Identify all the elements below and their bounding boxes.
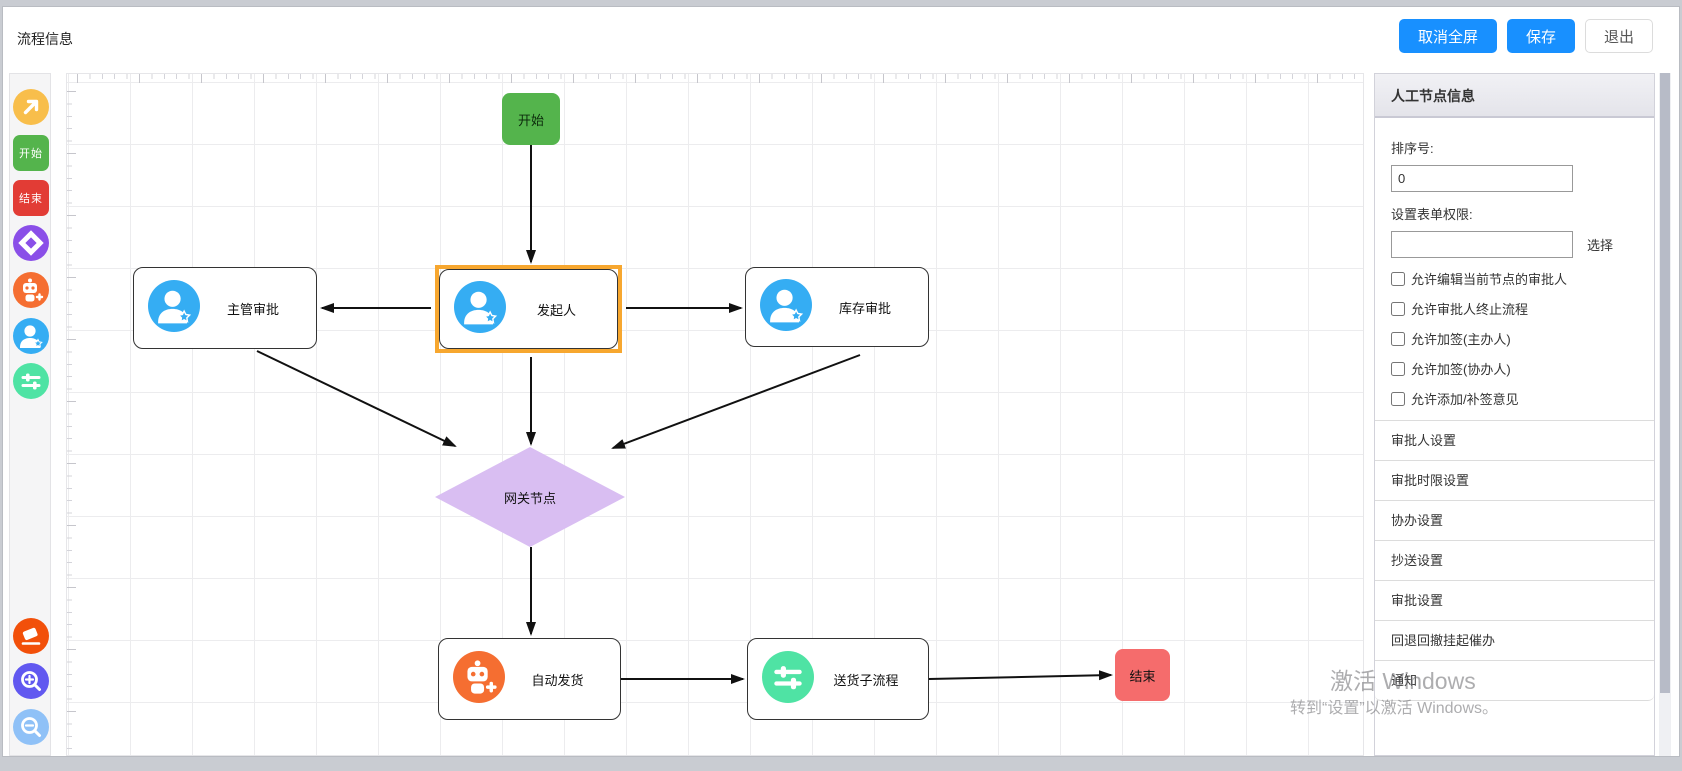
zoom-out-icon bbox=[13, 709, 49, 745]
zoom-in-icon bbox=[13, 663, 49, 699]
accordion-sections: 审批人设置 审批时限设置 协办设置 抄送设置 审批设置 回退回撤挂起催办 通知 bbox=[1375, 420, 1654, 701]
node-end[interactable]: 结束 bbox=[1115, 649, 1170, 701]
vertical-scrollbar bbox=[1659, 73, 1671, 756]
panel-title: 人工节点信息 bbox=[1375, 74, 1654, 118]
section-approval-settings[interactable]: 审批设置 bbox=[1375, 581, 1654, 621]
save-button[interactable]: 保存 bbox=[1506, 19, 1575, 53]
sliders-icon bbox=[13, 363, 49, 399]
checkbox-row: 允许编辑当前节点的审批人 bbox=[1391, 269, 1638, 288]
checkbox-row: 允许添加/补签意见 bbox=[1391, 389, 1638, 408]
checkbox-group: 允许编辑当前节点的审批人 允许审批人终止流程 允许加签(主办人) 允许加签(协办… bbox=[1391, 269, 1638, 408]
node-manager-approval[interactable]: 主管审批 bbox=[133, 267, 317, 349]
checkbox-row: 允许审批人终止流程 bbox=[1391, 299, 1638, 318]
section-rollback-settings[interactable]: 回退回撤挂起催办 bbox=[1375, 621, 1654, 661]
scrollbar-thumb[interactable] bbox=[1660, 73, 1670, 693]
header-bar: 流程信息 取消全屏 保存 退出 bbox=[3, 7, 1679, 67]
sort-label: 排序号: bbox=[1391, 141, 1434, 156]
sort-input[interactable] bbox=[1391, 165, 1573, 192]
allow-countersign-assist-checkbox[interactable] bbox=[1391, 361, 1405, 376]
eraser-icon bbox=[13, 618, 49, 654]
node-delivery-subprocess[interactable]: 送货子流程 bbox=[747, 638, 929, 720]
flow-canvas[interactable]: 开始 主管审批 bbox=[66, 73, 1364, 756]
ruler-top bbox=[76, 74, 1363, 83]
subprocess-node-tool[interactable] bbox=[13, 363, 49, 399]
start-node-tool[interactable]: 开始 bbox=[13, 135, 49, 171]
checkbox-label: 允许加签(协办人) bbox=[1411, 362, 1511, 377]
connection-arrow-tool[interactable] bbox=[13, 89, 49, 125]
clear-canvas-tool[interactable] bbox=[13, 618, 49, 654]
header-buttons: 取消全屏 保存 退出 bbox=[1398, 19, 1653, 53]
properties-panel: 人工节点信息 排序号: 设置表单权限: 选择 允许编辑当前节点的审批人 允许审批… bbox=[1374, 73, 1655, 756]
form-permission-input[interactable] bbox=[1391, 231, 1573, 258]
section-time-limit-settings[interactable]: 审批时限设置 bbox=[1375, 461, 1654, 501]
auto-node-tool[interactable] bbox=[13, 272, 49, 308]
sliders-icon bbox=[762, 650, 814, 708]
select-link[interactable]: 选择 bbox=[1587, 238, 1614, 253]
robot-icon bbox=[13, 272, 49, 308]
checkbox-label: 允许审批人终止流程 bbox=[1411, 302, 1529, 317]
node-label: 发起人 bbox=[536, 302, 576, 318]
section-approver-settings[interactable]: 审批人设置 bbox=[1375, 421, 1654, 461]
allow-countersign-host-checkbox[interactable] bbox=[1391, 331, 1405, 346]
zoom-in-tool[interactable] bbox=[13, 663, 49, 699]
node-palette: 开始 结束 bbox=[9, 73, 51, 756]
panel-body: 排序号: 设置表单权限: 选择 允许编辑当前节点的审批人 允许审批人终止流程 允 bbox=[1375, 118, 1654, 701]
person-icon bbox=[148, 279, 200, 337]
robot-icon bbox=[453, 650, 505, 708]
gateway-node-tool[interactable] bbox=[13, 225, 49, 261]
checkbox-label: 允许添加/补签意见 bbox=[1411, 392, 1519, 407]
person-icon bbox=[13, 318, 49, 354]
section-notification[interactable]: 通知 bbox=[1375, 661, 1654, 701]
page-title: 流程信息 bbox=[17, 31, 73, 47]
allow-add-opinion-checkbox[interactable] bbox=[1391, 391, 1405, 406]
diamond-icon bbox=[13, 225, 49, 261]
person-icon bbox=[454, 280, 506, 338]
exit-button[interactable]: 退出 bbox=[1584, 19, 1653, 53]
form-permission-row: 选择 bbox=[1391, 231, 1638, 258]
cancel-fullscreen-button[interactable]: 取消全屏 bbox=[1398, 19, 1497, 53]
checkbox-row: 允许加签(协办人) bbox=[1391, 359, 1638, 378]
node-auto-ship[interactable]: 自动发货 bbox=[438, 638, 621, 720]
selection-box[interactable]: 发起人 bbox=[435, 265, 622, 353]
arrow-icon bbox=[13, 89, 49, 125]
node-label: 自动发货 bbox=[531, 672, 584, 688]
ruler-left bbox=[67, 83, 76, 755]
node-inventory-approval[interactable]: 库存审批 bbox=[745, 267, 929, 347]
person-icon bbox=[760, 278, 812, 336]
node-label: 库存审批 bbox=[838, 300, 891, 316]
checkbox-label: 允许编辑当前节点的审批人 bbox=[1411, 272, 1568, 287]
checkbox-row: 允许加签(主办人) bbox=[1391, 329, 1638, 348]
app-window: 流程信息 取消全屏 保存 退出 开始 结束 bbox=[2, 6, 1680, 757]
allow-terminate-checkbox[interactable] bbox=[1391, 301, 1405, 316]
node-label: 送货子流程 bbox=[833, 672, 899, 688]
node-initiator[interactable]: 发起人 bbox=[439, 269, 618, 349]
node-start[interactable]: 开始 bbox=[502, 93, 560, 145]
form-permission-label: 设置表单权限: bbox=[1391, 207, 1473, 222]
node-label: 主管审批 bbox=[226, 301, 279, 317]
zoom-out-tool[interactable] bbox=[13, 709, 49, 745]
checkbox-label: 允许加签(主办人) bbox=[1411, 332, 1511, 347]
node-gateway[interactable]: 网关节点 bbox=[435, 447, 625, 547]
end-node-tool[interactable]: 结束 bbox=[13, 180, 49, 216]
manual-node-tool[interactable] bbox=[13, 318, 49, 354]
allow-edit-approver-checkbox[interactable] bbox=[1391, 271, 1405, 286]
section-cc-settings[interactable]: 抄送设置 bbox=[1375, 541, 1654, 581]
section-assist-settings[interactable]: 协办设置 bbox=[1375, 501, 1654, 541]
